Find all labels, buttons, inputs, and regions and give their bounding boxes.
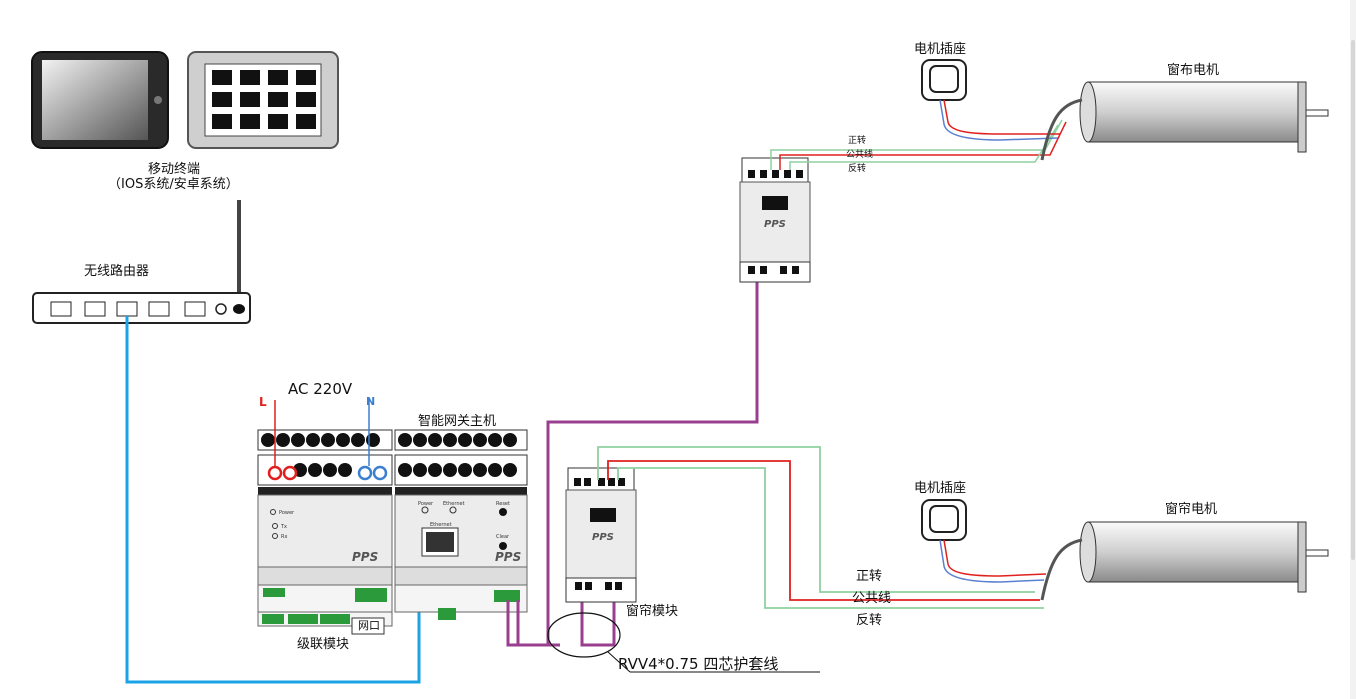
touch-panel-device [187, 51, 339, 149]
brand-logo-cascade: PPS [352, 550, 379, 564]
motor-socket-bottom-label: 电机插座 [914, 481, 967, 496]
mobile-terminal-sublabel: （IOS系统/安卓系统） [108, 177, 239, 192]
motor-socket-bottom [921, 499, 1047, 583]
cable-callout-circle [547, 612, 621, 658]
bus-cable-a [506, 272, 759, 647]
curtain-module-bottom [565, 467, 637, 603]
curtain-motor-top [1040, 81, 1329, 161]
phase-n-label: N [366, 395, 376, 408]
curtain-module-label: 窗帘模块 [626, 604, 679, 619]
motor-socket-top [921, 59, 1060, 141]
mobile-terminal-label: 移动终端 [148, 162, 201, 177]
gateway-host [394, 429, 528, 620]
router-label: 无线路由器 [84, 264, 150, 279]
gateway-label: 智能网关主机 [418, 414, 497, 429]
cable-spec-label: RVV4*0.75 四芯护套线 [618, 655, 779, 673]
motor-top-label: 窗布电机 [1167, 63, 1220, 78]
motor-socket-top-label: 电机插座 [914, 42, 967, 57]
top-forward-label: 正转 [848, 136, 867, 146]
bottom-reverse-label: 反转 [856, 613, 883, 628]
brand-logo-module-bottom: PPS [592, 532, 614, 543]
ac-voltage-label: AC 220V [288, 380, 353, 398]
brand-logo-module-top: PPS [764, 219, 786, 230]
clear-label: Clear [496, 534, 510, 540]
phase-l-label: L [259, 395, 267, 409]
scrollbar-thumb[interactable] [1351, 40, 1355, 560]
bus-cable-c [580, 590, 616, 647]
reset-label: Reset [496, 501, 510, 507]
bottom-forward-label: 正转 [856, 569, 883, 584]
tx-led-label: Tx [281, 524, 288, 530]
bus-cable-b [516, 600, 560, 647]
curtain-motor-bottom [1040, 521, 1329, 601]
bottom-common-label: 公共线 [852, 591, 892, 606]
wires-top [770, 119, 1067, 170]
vertical-scrollbar[interactable] [1350, 0, 1356, 699]
gateway-ethernet-led-label: Ethernet [443, 501, 465, 507]
wires-bottom [597, 446, 1044, 609]
rx-led-label: Rx [281, 534, 288, 540]
top-reverse-label: 反转 [848, 164, 867, 174]
brand-logo-gateway: PPS [495, 550, 522, 564]
curtain-module-top [739, 157, 811, 283]
cascade-module-label: 级联模块 [297, 637, 350, 652]
power-led-label: Power [279, 510, 295, 516]
lan-cable [125, 316, 421, 684]
network-port-label: 网口 [358, 619, 380, 632]
cascade-module [257, 400, 393, 635]
wireless-router [32, 200, 251, 324]
tablet-device [31, 51, 169, 149]
gateway-power-label: Power [418, 501, 434, 507]
ethernet-port-label: Ethernet [430, 522, 452, 528]
top-common-label: 公共线 [846, 150, 874, 160]
motor-bottom-label: 窗帘电机 [1165, 502, 1218, 517]
